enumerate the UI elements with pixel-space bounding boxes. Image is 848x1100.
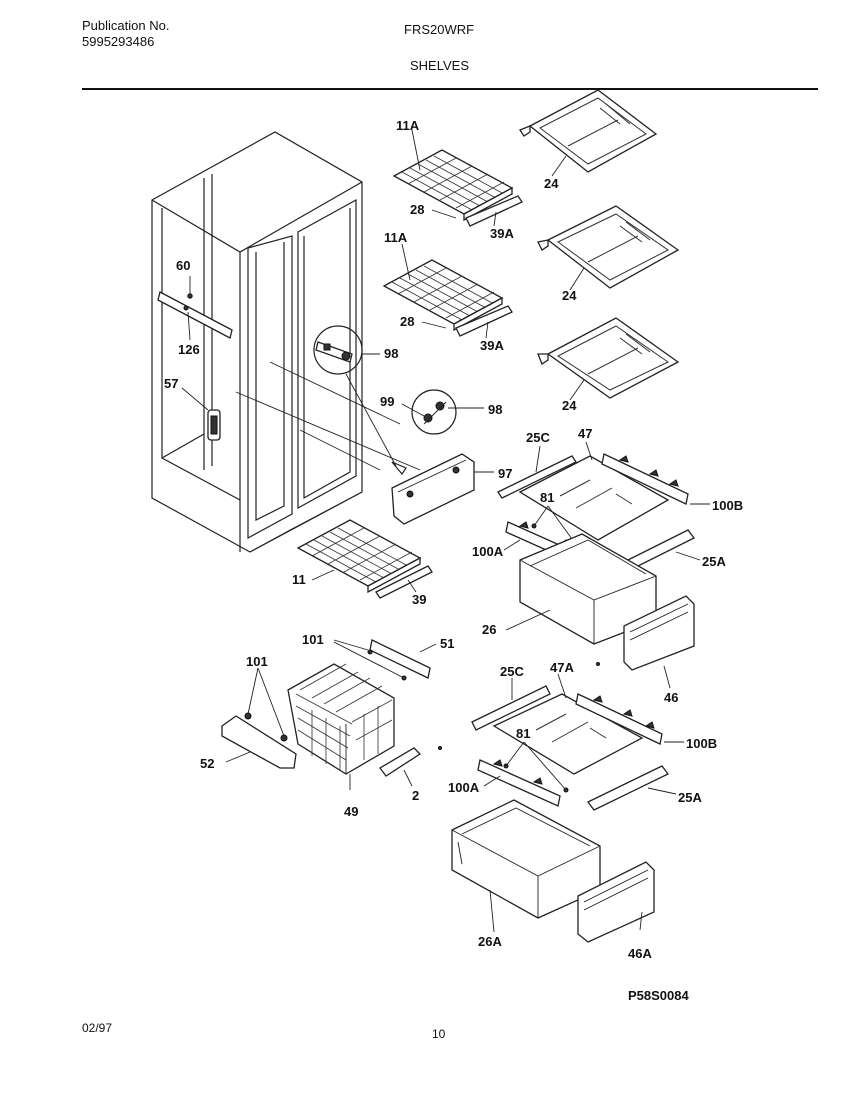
rail-100b-a — [601, 453, 689, 505]
drawer-front-46 — [623, 595, 695, 671]
callout-26a: 26A — [478, 934, 502, 949]
shelf-rail-39 — [375, 565, 433, 599]
callout-46a: 46A — [628, 946, 652, 961]
callout-25a-a: 25A — [702, 554, 726, 569]
shelf-rail-39a-top — [465, 195, 523, 227]
callout-49: 49 — [344, 804, 358, 819]
rail-25a-b — [587, 765, 669, 811]
callout-28-top: 28 — [410, 202, 424, 217]
callout-26: 26 — [482, 622, 496, 637]
crisper-drawer-26 — [519, 533, 657, 645]
callout-47a: 47A — [550, 660, 574, 675]
callout-52: 52 — [200, 756, 214, 771]
wire-shelf-11 — [296, 519, 422, 594]
callout-24-b: 24 — [562, 288, 577, 303]
callout-100a-b: 100A — [448, 780, 480, 795]
callout-100b-b: 100B — [686, 736, 717, 751]
callout-97: 97 — [498, 466, 512, 481]
callout-24-c: 24 — [562, 398, 577, 413]
callout-101-b: 101 — [246, 654, 268, 669]
callout-51: 51 — [440, 636, 454, 651]
shelf-rail-39a-mid — [455, 305, 513, 337]
callout-60: 60 — [176, 258, 190, 273]
callout-47: 47 — [578, 426, 592, 441]
wire-basket-49 — [287, 663, 395, 775]
callout-25c-a: 25C — [526, 430, 550, 445]
footer-date: 02/97 — [82, 1021, 113, 1035]
callout-100b-a: 100B — [712, 498, 743, 513]
callout-101-a: 101 — [302, 632, 324, 647]
callout-39a-top: 39A — [490, 226, 514, 241]
wire-shelf-11a-top — [392, 149, 514, 222]
callout-24-a: 24 — [544, 176, 559, 191]
part-57-hinge — [207, 409, 221, 441]
callout-39: 39 — [412, 592, 426, 607]
glass-cover-47 — [518, 455, 670, 541]
page-number: 10 — [432, 1027, 446, 1041]
callout-11: 11 — [292, 572, 306, 587]
drawer-front-46a — [577, 861, 655, 943]
glass-cover-47a — [492, 693, 644, 775]
rail-25c-b — [471, 685, 551, 731]
callout-81-a: 81 — [540, 490, 554, 505]
callout-28-mid: 28 — [400, 314, 414, 329]
bracket-126 — [157, 291, 233, 339]
callout-2: 2 — [412, 788, 419, 803]
callout-39a-mid: 39A — [480, 338, 504, 353]
callout-98-a: 98 — [384, 346, 398, 361]
callout-100a-a: 100A — [472, 544, 504, 559]
glass-shelf-24-b — [537, 205, 680, 289]
rail-51 — [369, 639, 431, 679]
model-number: FRS20WRF — [404, 22, 475, 37]
callout-25c-b: 25C — [500, 664, 524, 679]
header-rule — [82, 88, 818, 90]
callout-126: 126 — [178, 342, 200, 357]
publication-label: Publication No. — [82, 18, 170, 33]
rail-25c-a — [497, 455, 577, 499]
callout-11a-top: 11A — [396, 118, 420, 133]
callout-57: 57 — [164, 376, 178, 391]
publication-number: 5995293486 — [82, 34, 155, 49]
callout-99: 99 — [380, 394, 394, 409]
rail-2 — [379, 747, 422, 777]
drawing-id: P58S0084 — [628, 988, 689, 1003]
callout-46: 46 — [664, 690, 678, 705]
callout-98-b: 98 — [488, 402, 502, 417]
glass-shelf-24-a — [519, 89, 658, 173]
detail-circle-98 — [313, 325, 363, 375]
rail-100a-b — [477, 759, 561, 807]
part-97-cover — [391, 453, 475, 525]
glass-shelf-24-c — [537, 317, 680, 399]
callout-25a-b: 25A — [678, 790, 702, 805]
rail-100b-b — [575, 693, 663, 745]
bracket-52 — [221, 712, 297, 769]
callout-81-b: 81 — [516, 726, 530, 741]
detail-circle-99-98 — [411, 389, 457, 435]
section-title: SHELVES — [410, 58, 470, 73]
callout-11a-mid: 11A — [384, 230, 408, 245]
wire-shelf-11a-mid — [382, 259, 504, 332]
